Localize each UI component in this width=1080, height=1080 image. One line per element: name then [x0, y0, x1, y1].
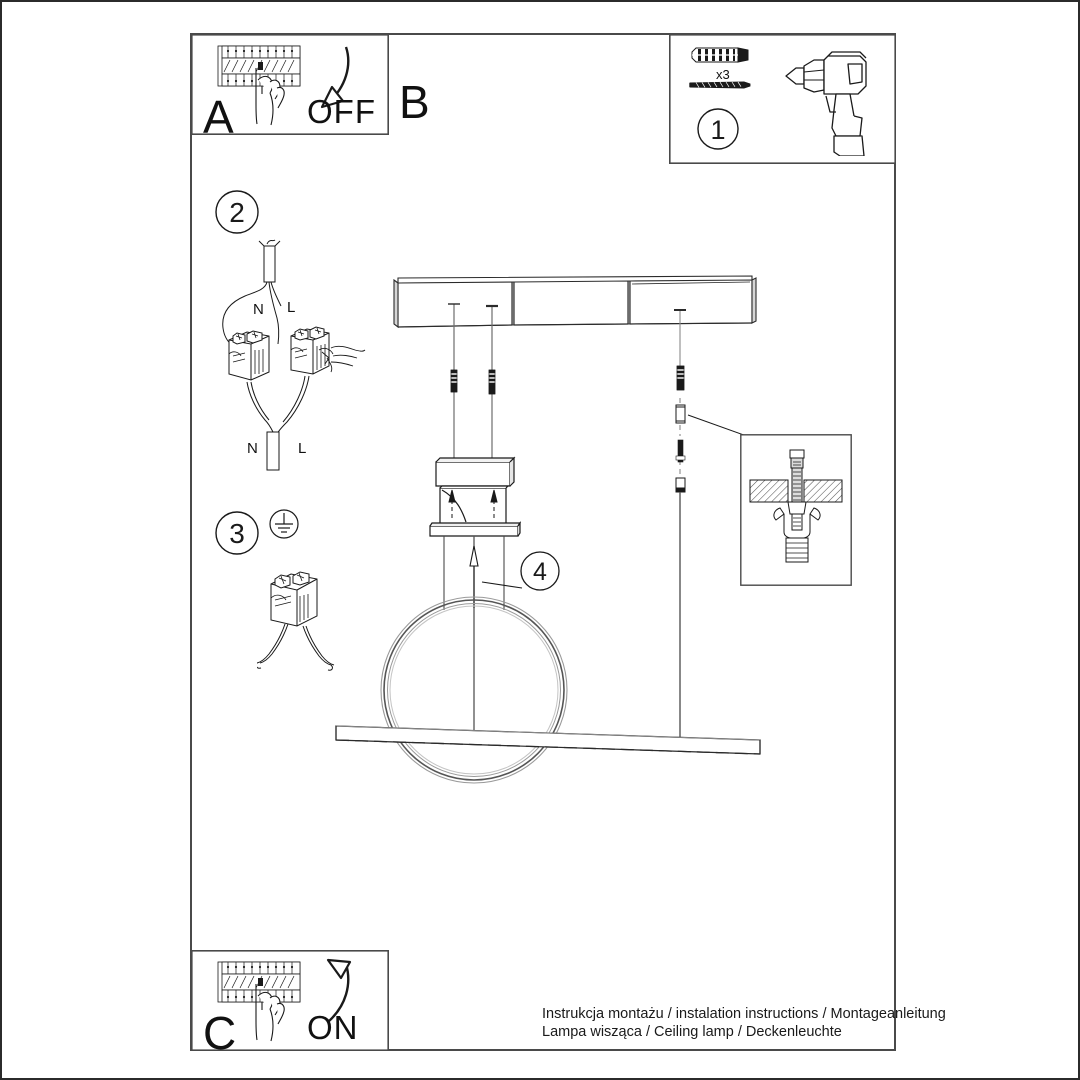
circuit-breaker-panel-icon-a	[217, 45, 301, 87]
ceiling-panels	[393, 275, 757, 329]
step-1-number-circle: 1	[697, 108, 739, 150]
step-3-number: 3	[229, 518, 245, 549]
step-2-terminal-label-n: N	[253, 301, 264, 318]
canopy-direction-arrows	[441, 489, 498, 523]
lamp-ring	[380, 596, 568, 784]
suspension-cable-right	[674, 309, 686, 492]
wall-anchor-section	[773, 449, 821, 563]
panel-a-letter: A	[203, 91, 234, 143]
panel-b-letter: B	[399, 76, 430, 128]
ceiling-slab-section	[749, 479, 843, 503]
suspension-adjuster-middle	[488, 369, 496, 395]
canopy-housing	[429, 456, 522, 537]
anchor-detail-box	[740, 434, 852, 586]
cable-lock-sleeve	[675, 477, 686, 493]
lamp-horizontal-bar	[335, 725, 761, 755]
cable-gripper-sleeve	[675, 404, 686, 424]
cable-connector-upper	[676, 365, 685, 391]
hand-pressing-icon-c	[255, 984, 285, 1042]
power-drill-icon	[785, 51, 867, 156]
step-2-wire-label-l: L	[298, 440, 307, 457]
step-2-wiring-diagram	[222, 239, 366, 471]
main-drawing-frame	[190, 33, 896, 1051]
panel-a-action-label: OFF	[307, 93, 376, 130]
wall-plug-anchor-icon	[691, 47, 749, 63]
panel-c-action-label: ON	[307, 1009, 359, 1046]
arrow-down-off-icon	[320, 46, 350, 109]
step-1-number: 1	[710, 115, 725, 145]
arrow-up-on-icon	[326, 958, 352, 1023]
earth-ground-symbol-icon	[269, 509, 299, 539]
step-2-number: 2	[229, 197, 245, 228]
footer-line-2: Lampa wisząca / Ceiling lamp / Deckenleu…	[542, 1024, 842, 1040]
hand-pressing-icon-a	[255, 68, 285, 126]
step-3-terminal-block	[257, 571, 335, 671]
step-2-terminal-label-l: L	[287, 299, 296, 316]
step-4-number-circle	[520, 551, 560, 591]
step-4-callout-arrow	[469, 545, 523, 608]
step-2-number-circle: 2	[215, 190, 259, 234]
screw-icon	[689, 81, 751, 89]
step-3-number-circle: 3	[215, 511, 259, 555]
panel-c-letter: C	[203, 1007, 237, 1059]
step-1-quantity-label: x3	[716, 67, 730, 82]
step-4-number: 4	[533, 558, 547, 586]
cable-connector-mid	[675, 439, 686, 463]
step-2-wire-label-n: N	[247, 440, 258, 457]
footer-line-1: Instrukcja montażu / instalation instruc…	[542, 1006, 946, 1022]
suspension-adjuster-left	[450, 369, 458, 393]
